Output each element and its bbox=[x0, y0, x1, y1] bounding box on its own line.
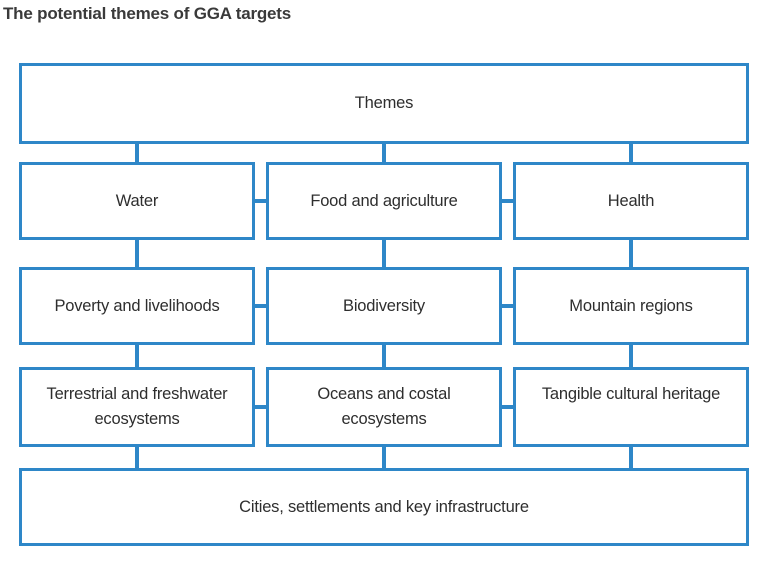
connector-line bbox=[135, 144, 139, 162]
connector-line bbox=[135, 447, 139, 468]
node-biodiversity: Biodiversity bbox=[266, 267, 502, 345]
node-cities-settlements-infrastructure: Cities, settlements and key infrastructu… bbox=[19, 468, 749, 546]
connector-line bbox=[255, 405, 266, 409]
node-mountain-regions: Mountain regions bbox=[513, 267, 749, 345]
node-terrestrial-freshwater-ecosystems: Terrestrial and freshwater ecosystems bbox=[19, 367, 255, 447]
connector-line bbox=[502, 304, 513, 308]
node-oceans-costal-ecosystems-label: Oceans and costal ecosystems bbox=[317, 385, 451, 428]
node-biodiversity-label: Biodiversity bbox=[343, 296, 425, 315]
node-health-label: Health bbox=[607, 191, 655, 210]
node-tangible-cultural-heritage: Tangible cultural heritage bbox=[513, 367, 749, 447]
connector-line bbox=[255, 199, 266, 203]
connector-line bbox=[629, 447, 633, 468]
connector-line bbox=[629, 144, 633, 162]
connector-line bbox=[502, 199, 513, 203]
connector-line bbox=[502, 405, 513, 409]
node-water-label: Water bbox=[115, 191, 159, 210]
node-food-and-agriculture-label: Food and agriculture bbox=[310, 191, 458, 210]
node-food-and-agriculture: Food and agriculture bbox=[266, 162, 502, 240]
page-title: The potential themes of GGA targets bbox=[3, 4, 292, 23]
connector-line bbox=[382, 240, 386, 267]
node-tangible-cultural-heritage-label: Tangible cultural heritage bbox=[541, 385, 721, 403]
connector-line bbox=[382, 345, 386, 367]
node-themes-label: Themes bbox=[354, 94, 414, 112]
connector-line bbox=[629, 345, 633, 367]
connector-line bbox=[629, 240, 633, 267]
node-terrestrial-freshwater-ecosystems-label: Terrestrial and freshwater ecosystems bbox=[46, 385, 228, 428]
node-health: Health bbox=[513, 162, 749, 240]
node-cities-settlements-infrastructure-label: Cities, settlements and key infrastructu… bbox=[239, 497, 529, 516]
connector-line bbox=[255, 304, 266, 308]
node-themes: Themes bbox=[19, 63, 749, 144]
node-oceans-costal-ecosystems: Oceans and costal ecosystems bbox=[266, 367, 502, 447]
node-water: Water bbox=[19, 162, 255, 240]
connector-line bbox=[382, 144, 386, 162]
connector-line bbox=[135, 240, 139, 267]
connector-line bbox=[382, 447, 386, 468]
node-mountain-regions-label: Mountain regions bbox=[569, 296, 693, 315]
node-poverty-and-livelihoods-label: Poverty and livelihoods bbox=[54, 296, 220, 315]
node-poverty-and-livelihoods: Poverty and livelihoods bbox=[19, 267, 255, 345]
connector-line bbox=[135, 345, 139, 367]
